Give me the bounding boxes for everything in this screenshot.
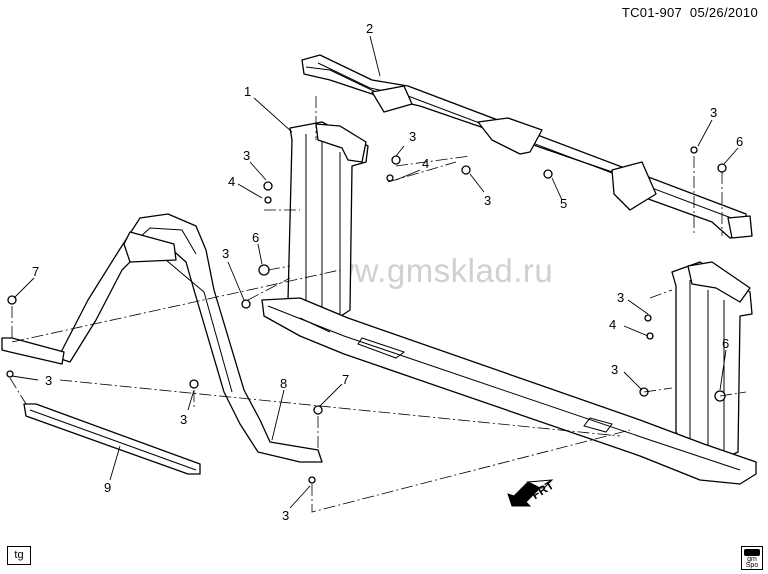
- callout-labels: 1 2 3 3 3 3 3 3 3 3 3 3 4 4 4 5 6 6 6 7 …: [32, 21, 743, 523]
- callout-3: 3: [611, 362, 618, 377]
- callout-6: 6: [722, 336, 729, 351]
- bottom-brace: [23, 403, 201, 475]
- callout-3: 3: [243, 148, 250, 163]
- arrow-down-left-icon: [507, 479, 554, 507]
- callout-3: 3: [180, 412, 187, 427]
- callout-9: 9: [104, 480, 111, 495]
- callout-4: 4: [228, 174, 235, 189]
- right-side-support: [671, 261, 753, 463]
- diagram-header: TC01-907 05/26/2010: [622, 5, 758, 20]
- upper-tie-bar: [301, 54, 753, 239]
- diagram-tag: tg: [7, 546, 31, 565]
- front-direction-indicator: FRT: [506, 478, 556, 508]
- callout-4: 4: [609, 317, 616, 332]
- logo-mark-icon: [744, 549, 760, 556]
- callout-2: 2: [366, 21, 373, 36]
- callout-6: 6: [736, 134, 743, 149]
- callout-3: 3: [710, 105, 717, 120]
- gm-spo-logo: gm Spo: [741, 546, 763, 570]
- leader-lines: [11, 35, 739, 509]
- diagram-date: 05/26/2010: [689, 5, 758, 20]
- callout-7: 7: [342, 372, 349, 387]
- callout-3: 3: [282, 508, 289, 523]
- alignment-lines: [9, 96, 747, 513]
- callout-5: 5: [560, 196, 567, 211]
- callout-3: 3: [484, 193, 491, 208]
- callout-3: 3: [617, 290, 624, 305]
- callout-8: 8: [280, 376, 287, 391]
- left-bracket-plate: [1, 337, 65, 365]
- callout-3: 3: [222, 246, 229, 261]
- left-side-support: [287, 121, 369, 323]
- fasteners: [6, 146, 727, 484]
- callout-1: 1: [244, 84, 251, 99]
- callout-6: 6: [252, 230, 259, 245]
- callout-3: 3: [45, 373, 52, 388]
- callout-7: 7: [32, 264, 39, 279]
- lower-tie-bar: [261, 297, 757, 485]
- center-brace: [57, 213, 323, 463]
- logo-text: gm Spo: [745, 556, 759, 569]
- diagram-code: TC01-907: [621, 5, 683, 20]
- callout-4: 4: [422, 156, 429, 171]
- callout-3: 3: [409, 129, 416, 144]
